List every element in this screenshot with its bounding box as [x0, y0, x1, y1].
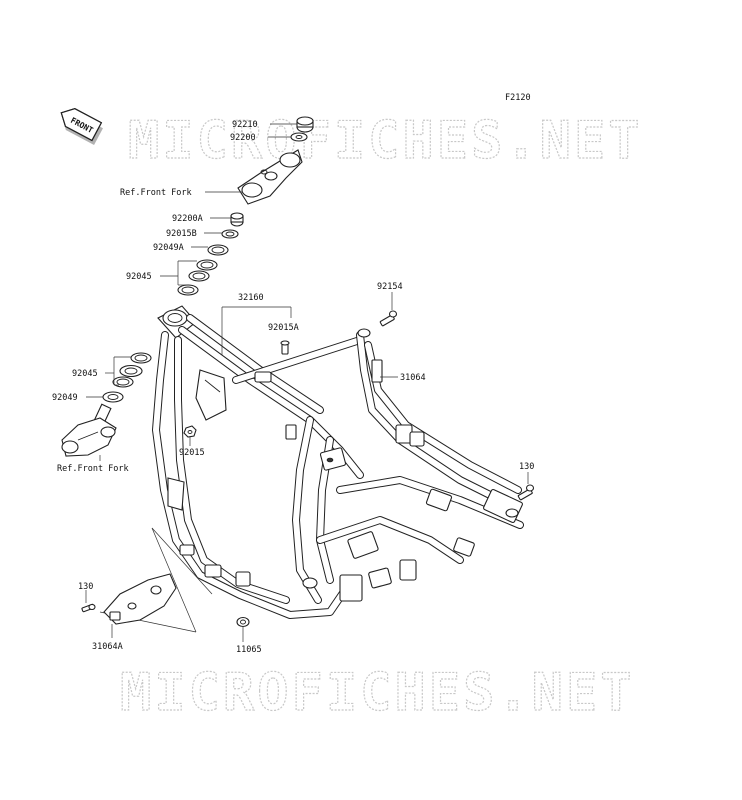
label-130-right: 130: [519, 462, 534, 472]
label-31064A: 31064A: [92, 642, 123, 652]
watermark-bottom: MICROFICHES.NET: [120, 663, 635, 723]
part-labels: 92210 92200 Ref.Front Fork 92200A 92015B…: [52, 120, 534, 655]
upper-fork-bracket: [237, 149, 303, 205]
bearing-lower-92045: [112, 352, 152, 388]
lower-fork-bracket: [61, 403, 117, 457]
detail-inset-31064A: [81, 527, 213, 633]
oil-seal-92049: [102, 391, 124, 403]
label-92015A: 92015A: [268, 323, 299, 333]
label-32160: 32160: [238, 293, 264, 303]
washer-92200: [290, 132, 308, 142]
label-92015B: 92015B: [166, 229, 197, 239]
label-92210: 92210: [232, 120, 258, 130]
seal-92015B: [221, 229, 239, 239]
label-ref-front-fork-bottom: Ref.Front Fork: [57, 464, 129, 474]
label-ref-front-fork-top: Ref.Front Fork: [120, 188, 192, 198]
leader-lines: [85, 123, 529, 642]
label-92200: 92200: [230, 133, 256, 143]
watermark-top: MICROFICHES.NET: [128, 111, 643, 171]
bolt-130-right: [517, 484, 535, 501]
rear-frame-31064: [356, 328, 523, 524]
oil-seal-92049A: [207, 244, 229, 256]
grommet-11065: [236, 616, 250, 628]
label-92049: 92049: [52, 393, 78, 403]
front-arrow-icon: FRONT: [60, 108, 103, 145]
label-92200A: 92200A: [172, 214, 203, 224]
label-92045-lower: 92045: [72, 369, 98, 379]
figure-code: F2120: [505, 93, 531, 103]
nut-92015: [183, 425, 197, 438]
label-92049A: 92049A: [153, 243, 184, 253]
label-31064: 31064: [400, 373, 426, 383]
bolt-92154: [379, 310, 398, 327]
label-92015: 92015: [179, 448, 205, 458]
bolt-92015A: [280, 340, 290, 355]
label-92154: 92154: [377, 282, 403, 292]
label-11065: 11065: [236, 645, 262, 655]
nut-92200A: [230, 212, 244, 227]
label-130-left: 130: [78, 582, 93, 592]
label-92045-upper: 92045: [126, 272, 152, 282]
stem-nut-92210: [296, 116, 314, 133]
bearing-upper-92045: [177, 259, 218, 296]
